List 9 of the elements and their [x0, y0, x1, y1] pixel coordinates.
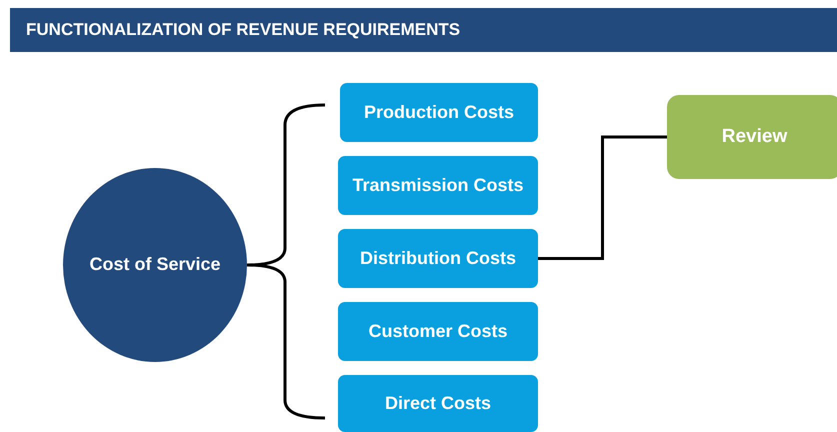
connector-line	[538, 136, 667, 260]
process-box: Customer Costs	[338, 302, 538, 361]
process-box: Transmission Costs	[338, 156, 538, 215]
process-box: Direct Costs	[338, 375, 538, 432]
ellipse-node: Cost of Service	[63, 168, 247, 362]
process-box: Production Costs	[340, 83, 538, 142]
process-box: Distribution Costs	[338, 229, 538, 288]
process-box: Review	[667, 95, 837, 179]
title-banner: FUNCTIONALIZATION OF REVENUE REQUIREMENTS	[10, 8, 837, 52]
